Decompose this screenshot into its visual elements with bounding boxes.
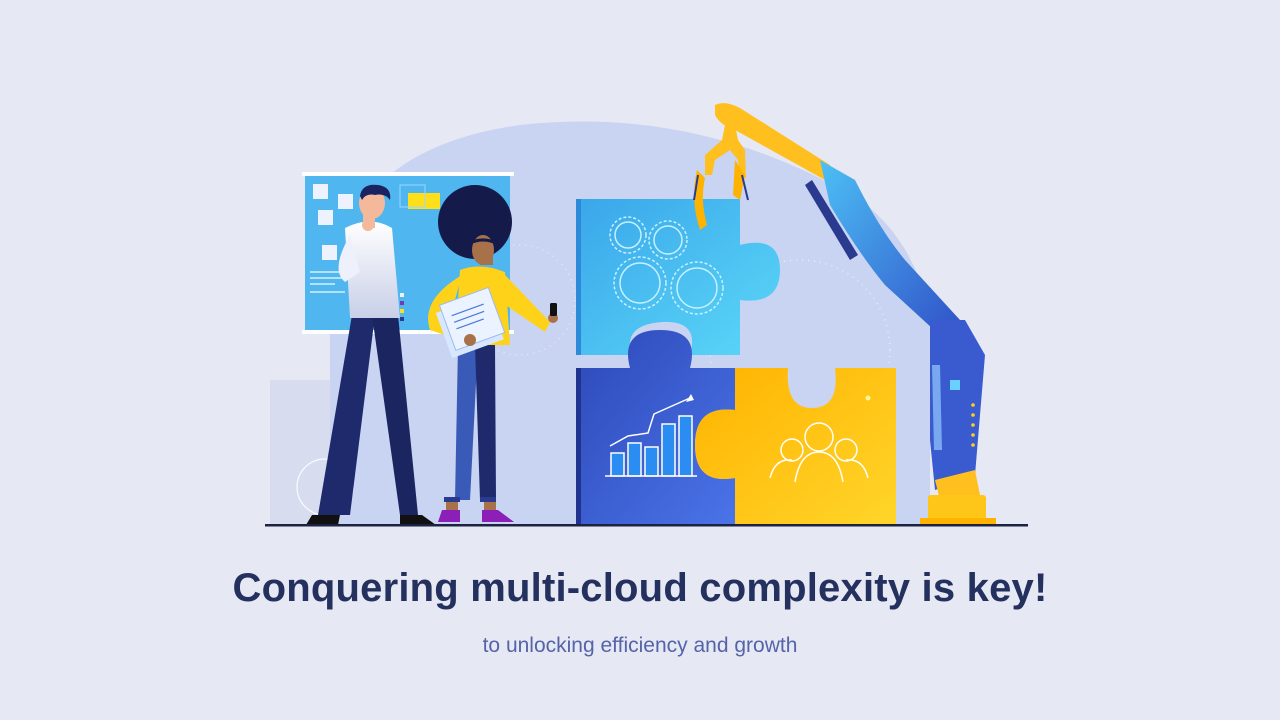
gears-icon [609,216,724,315]
puzzle-piece-team [695,368,896,525]
puzzle-piece-gears [576,199,780,355]
bar-chart-growth-icon [605,394,697,477]
team-icon [769,422,869,483]
illustration [265,103,1028,527]
ground-line [265,524,1028,527]
robotic-arm [693,103,996,524]
puzzle-piece-chart [576,330,735,525]
slide-headline: Conquering multi-cloud complexity is key… [232,566,1048,610]
thinking-man [306,184,436,525]
woman-with-phone [428,185,558,522]
slide-subline: to unlocking efficiency and growth [482,634,798,657]
